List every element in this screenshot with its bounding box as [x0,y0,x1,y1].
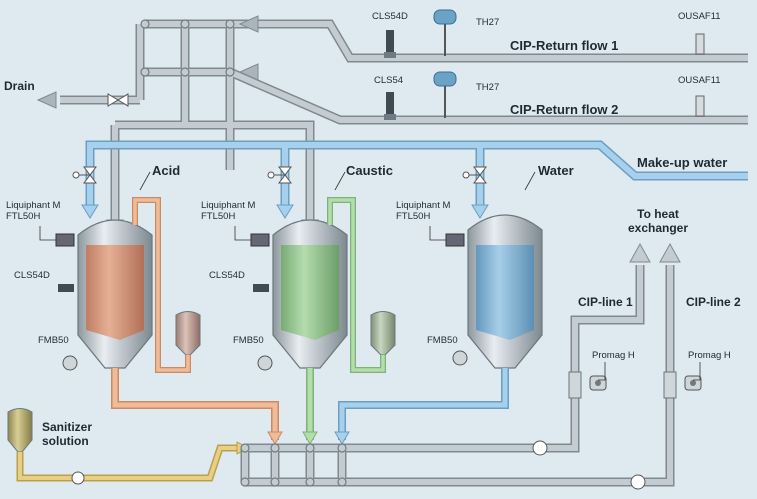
heat-exchanger-arrows [629,242,681,263]
th27-sensor-bottom-icon [433,71,457,118]
tank-caustic [272,219,348,369]
cip-manifold [240,265,675,487]
leader-lines [39,171,701,381]
tank-acid [77,219,153,369]
ousaf11-sensor-bottom-icon [695,95,705,117]
heat-exchanger-label: To heat exchanger [628,207,689,235]
tank-water [467,214,543,369]
caustic-label: Caustic [346,163,393,178]
pipe-junctions [140,19,235,77]
makeup-arrows [81,204,489,219]
cip-line-2-label: CIP-line 2 [686,295,741,309]
cip-line-1-label: CIP-line 1 [578,295,633,309]
manifold-nodes [240,443,347,487]
promag-meter-1-icon [568,371,607,399]
cls54-sensor-bottom-icon [384,92,396,120]
cip-return-pipes [60,19,748,225]
fmb50-3-label: FMB50 [427,335,458,346]
ousaf11-top-label: OUSAF11 [678,11,721,22]
liquiphant-2-label: Liquiphant M FTL50H [201,200,256,223]
return-arrow-2 [238,63,259,81]
acid-label: Acid [152,163,181,178]
ousaf11-sensor-top-icon [695,33,705,55]
cls54-bottom-label: CLS54 [374,75,404,86]
water-label: Water [538,163,574,178]
liquiphant-1-label: Liquiphant M FTL50H [6,200,61,223]
drain-arrow-head [36,91,57,109]
sanitizer-label: Sanitizer solution [42,420,93,448]
outlet-lines [16,368,509,482]
drain-valve-icon [107,93,129,107]
fmb50-2-label: FMB50 [233,335,264,346]
cip-return-flow-1-label: CIP-Return flow 1 [510,38,619,53]
promag-meter-2-icon [663,371,702,399]
fmb50-1-label: FMB50 [38,335,69,346]
sanitizer-tank [7,408,33,453]
th27-sensor-top-icon [433,9,457,56]
th27-top-label: TH27 [476,17,500,28]
dosing-lines [132,197,386,373]
ousaf11-bottom-label: OUSAF11 [678,75,721,86]
drain-label: Drain [4,79,35,93]
caustic-dosing-tank [370,311,396,356]
promag-1-label: Promag H [592,350,635,361]
pump-icons [71,440,646,490]
cls54d-tank1-label: CLS54D [14,270,50,281]
tank-instruments [55,233,468,371]
th27-bottom-label: TH27 [476,82,500,93]
liquiphant-3-label: Liquiphant M FTL50H [396,200,451,223]
makeup-valves [72,166,487,184]
cls54d-top-label: CLS54D [372,11,408,22]
promag-2-label: Promag H [688,350,731,361]
makeup-water-label: Make-up water [637,155,728,170]
cls54d-tank2-label: CLS54D [209,270,245,281]
return-arrow-1 [238,15,259,33]
cip-return-flow-2-label: CIP-Return flow 2 [510,102,619,117]
acid-dosing-tank [175,311,201,356]
cls54d-sensor-top-icon [384,30,396,58]
